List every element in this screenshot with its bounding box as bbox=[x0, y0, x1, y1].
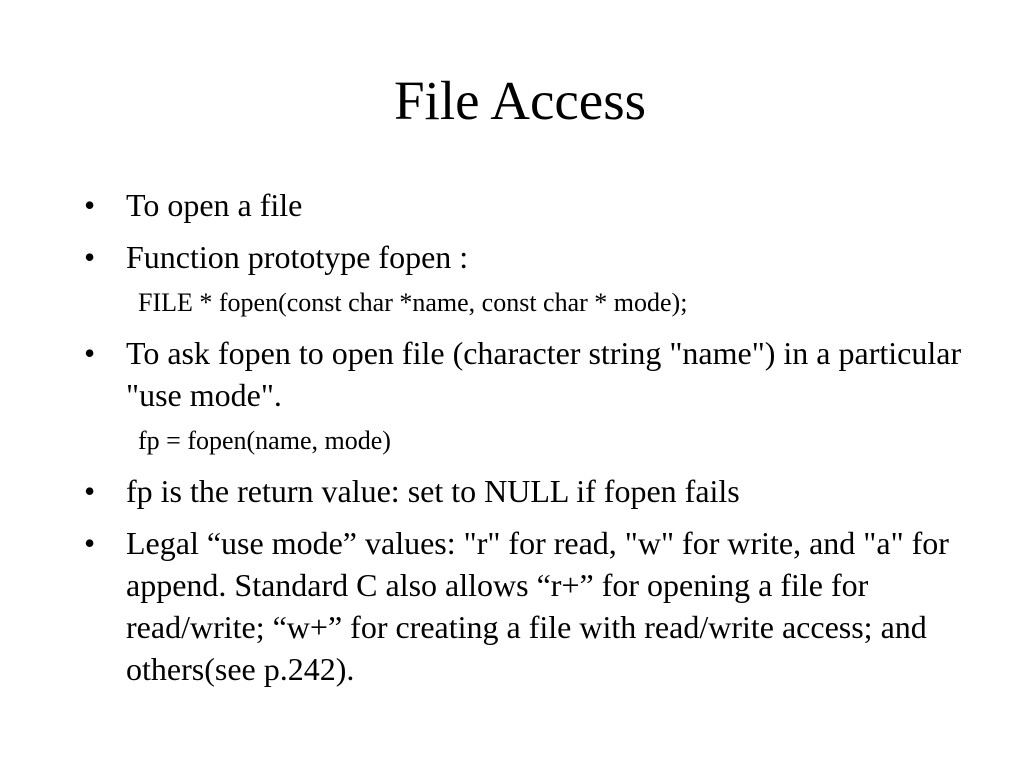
bullet-dot-icon: • bbox=[84, 473, 96, 509]
bullet-dot-icon: • bbox=[84, 335, 96, 371]
sub-item-code: fp = fopen(name, mode) bbox=[138, 426, 391, 455]
bullet-item: • Function prototype fopen : bbox=[84, 236, 1004, 278]
bullet-dot-icon: • bbox=[84, 239, 96, 275]
bullet-item: • Legal “use mode” values: "r" for read,… bbox=[84, 522, 1004, 690]
slide-title: File Access bbox=[393, 70, 647, 131]
bullet-item: • fp is the return value: set to NULL if… bbox=[84, 470, 1004, 512]
bullet-text: Function prototype fopen : bbox=[126, 239, 469, 275]
bullet-item: • To ask fopen to open file (character s… bbox=[84, 332, 1004, 416]
bullet-text: Legal “use mode” values: "r" for read, "… bbox=[126, 525, 949, 687]
bullet-text: To open a file bbox=[126, 187, 303, 223]
bullet-item: • To open a file bbox=[84, 184, 1004, 226]
bullet-list: • To open a file • Function prototype fo… bbox=[84, 184, 1004, 700]
bullet-dot-icon: • bbox=[84, 525, 96, 561]
bullet-dot-icon: • bbox=[84, 187, 96, 223]
bullet-text: To ask fopen to open file (character str… bbox=[126, 335, 962, 413]
bullet-text: fp is the return value: set to NULL if f… bbox=[126, 473, 740, 509]
sub-item-code: FILE * fopen(const char *name, const cha… bbox=[138, 288, 688, 317]
